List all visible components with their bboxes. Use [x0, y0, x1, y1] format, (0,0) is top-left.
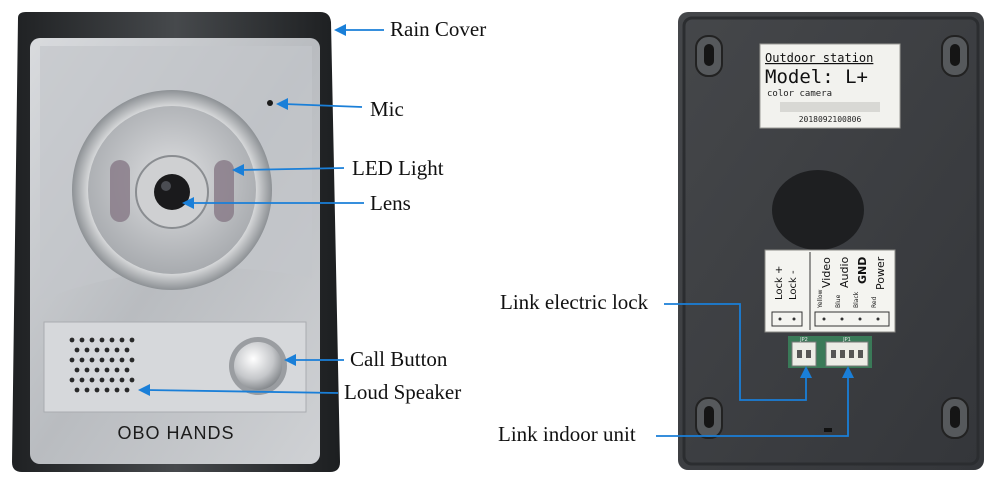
label-led-light: LED Light: [352, 156, 444, 180]
arrow-link-electric-lock: [664, 303, 812, 401]
speaker-hole: [119, 337, 125, 343]
back-unit: Outdoor station Model: L+ color camera 2…: [678, 12, 984, 470]
speaker-hole: [104, 347, 110, 353]
connector-mark-jp1: JP1: [842, 337, 851, 343]
speaker-hole: [119, 377, 125, 383]
mounting-slots: [695, 35, 969, 439]
speaker-hole: [124, 367, 130, 373]
camera-lens: [154, 174, 190, 210]
speaker-hole: [99, 357, 105, 363]
speaker-hole: [124, 387, 130, 393]
back-housing-edge: [682, 16, 980, 466]
connector-mark-jp2: JP2: [799, 337, 808, 343]
label-link-electric-lock: Link electric lock: [500, 290, 649, 314]
speaker-grille: [69, 337, 135, 393]
label-link-indoor-unit: Link indoor unit: [498, 422, 636, 446]
sticker-line-3: color camera: [767, 89, 832, 99]
terminal-black: Black: [853, 291, 860, 308]
label-call-button: Call Button: [350, 347, 448, 371]
speaker-hole: [74, 347, 80, 353]
speaker-hole: [89, 357, 95, 363]
led-window-left: [110, 160, 130, 222]
speaker-hole: [94, 367, 100, 373]
speaker-hole: [119, 357, 125, 363]
terminal-pins: [771, 311, 890, 327]
terminal-red: Red: [871, 296, 878, 308]
speaker-hole: [129, 337, 135, 343]
speaker-hole: [69, 377, 75, 383]
speaker-hole: [79, 337, 85, 343]
speaker-hole: [124, 347, 130, 353]
label-lens: Lens: [370, 191, 411, 215]
speaker-hole: [69, 337, 75, 343]
terminal-lock-minus: Lock -: [788, 270, 799, 300]
label-mic: Mic: [370, 97, 404, 121]
speaker-hole: [99, 377, 105, 383]
arrow-lens: [182, 197, 364, 209]
arrow-call-button: [284, 354, 344, 366]
speaker-hole: [79, 377, 85, 383]
speaker-hole: [114, 347, 120, 353]
model-sticker: [759, 43, 901, 129]
speaker-hole: [84, 367, 90, 373]
callout-arrows: [138, 24, 854, 437]
sticker-line-1: Outdoor station: [765, 51, 873, 65]
connector-lock: [791, 341, 817, 367]
terminal-yellow: Yellow: [817, 289, 824, 309]
speaker-hole: [79, 357, 85, 363]
speaker-hole: [114, 387, 120, 393]
terminal-video: Video: [820, 257, 833, 288]
arrow-led-light: [232, 164, 345, 176]
terminal-power: Power: [874, 256, 887, 290]
speaker-hole: [114, 367, 120, 373]
speaker-hole: [69, 357, 75, 363]
speaker-hole: [89, 337, 95, 343]
speaker-hole: [94, 347, 100, 353]
sticker-line-2: Model: L+: [765, 66, 868, 88]
speaker-hole: [99, 337, 105, 343]
speaker-hole: [104, 367, 110, 373]
terminal-blue: Blue: [835, 294, 842, 308]
led-window-right: [214, 160, 234, 222]
back-small-mark: [824, 428, 832, 432]
sticker-serial: 2018092100806: [799, 115, 862, 124]
speaker-hole: [89, 377, 95, 383]
terminal-audio: Audio: [838, 256, 851, 288]
front-unit: OBO HANDS: [12, 12, 340, 472]
terminal-label: [764, 249, 896, 333]
brand-text: OBO HANDS: [117, 423, 234, 443]
speaker-hole: [74, 387, 80, 393]
speaker-hole: [104, 387, 110, 393]
arrow-loud-speaker: [138, 384, 339, 396]
speaker-hole: [129, 377, 135, 383]
speaker-hole: [94, 387, 100, 393]
speaker-hole: [84, 387, 90, 393]
speaker-hole: [109, 337, 115, 343]
terminal-gnd: GND: [856, 257, 869, 284]
arrow-mic: [276, 98, 363, 110]
speaker-hole: [84, 347, 90, 353]
mic-hole: [267, 100, 273, 106]
call-button: [234, 342, 282, 390]
speaker-hole: [74, 367, 80, 373]
speaker-hole: [109, 377, 115, 383]
speaker-hole: [129, 357, 135, 363]
label-rain-cover: Rain Cover: [390, 17, 487, 41]
arrow-rain-cover: [334, 24, 384, 36]
label-loud-speaker: Loud Speaker: [344, 380, 462, 404]
camera-lens-glint: [161, 181, 171, 191]
speaker-hole: [109, 357, 115, 363]
terminal-lock-plus: Lock +: [774, 266, 785, 300]
sticker-barcode: [780, 102, 880, 112]
arrow-link-indoor-unit: [656, 366, 854, 437]
cable-recess: [772, 170, 864, 250]
